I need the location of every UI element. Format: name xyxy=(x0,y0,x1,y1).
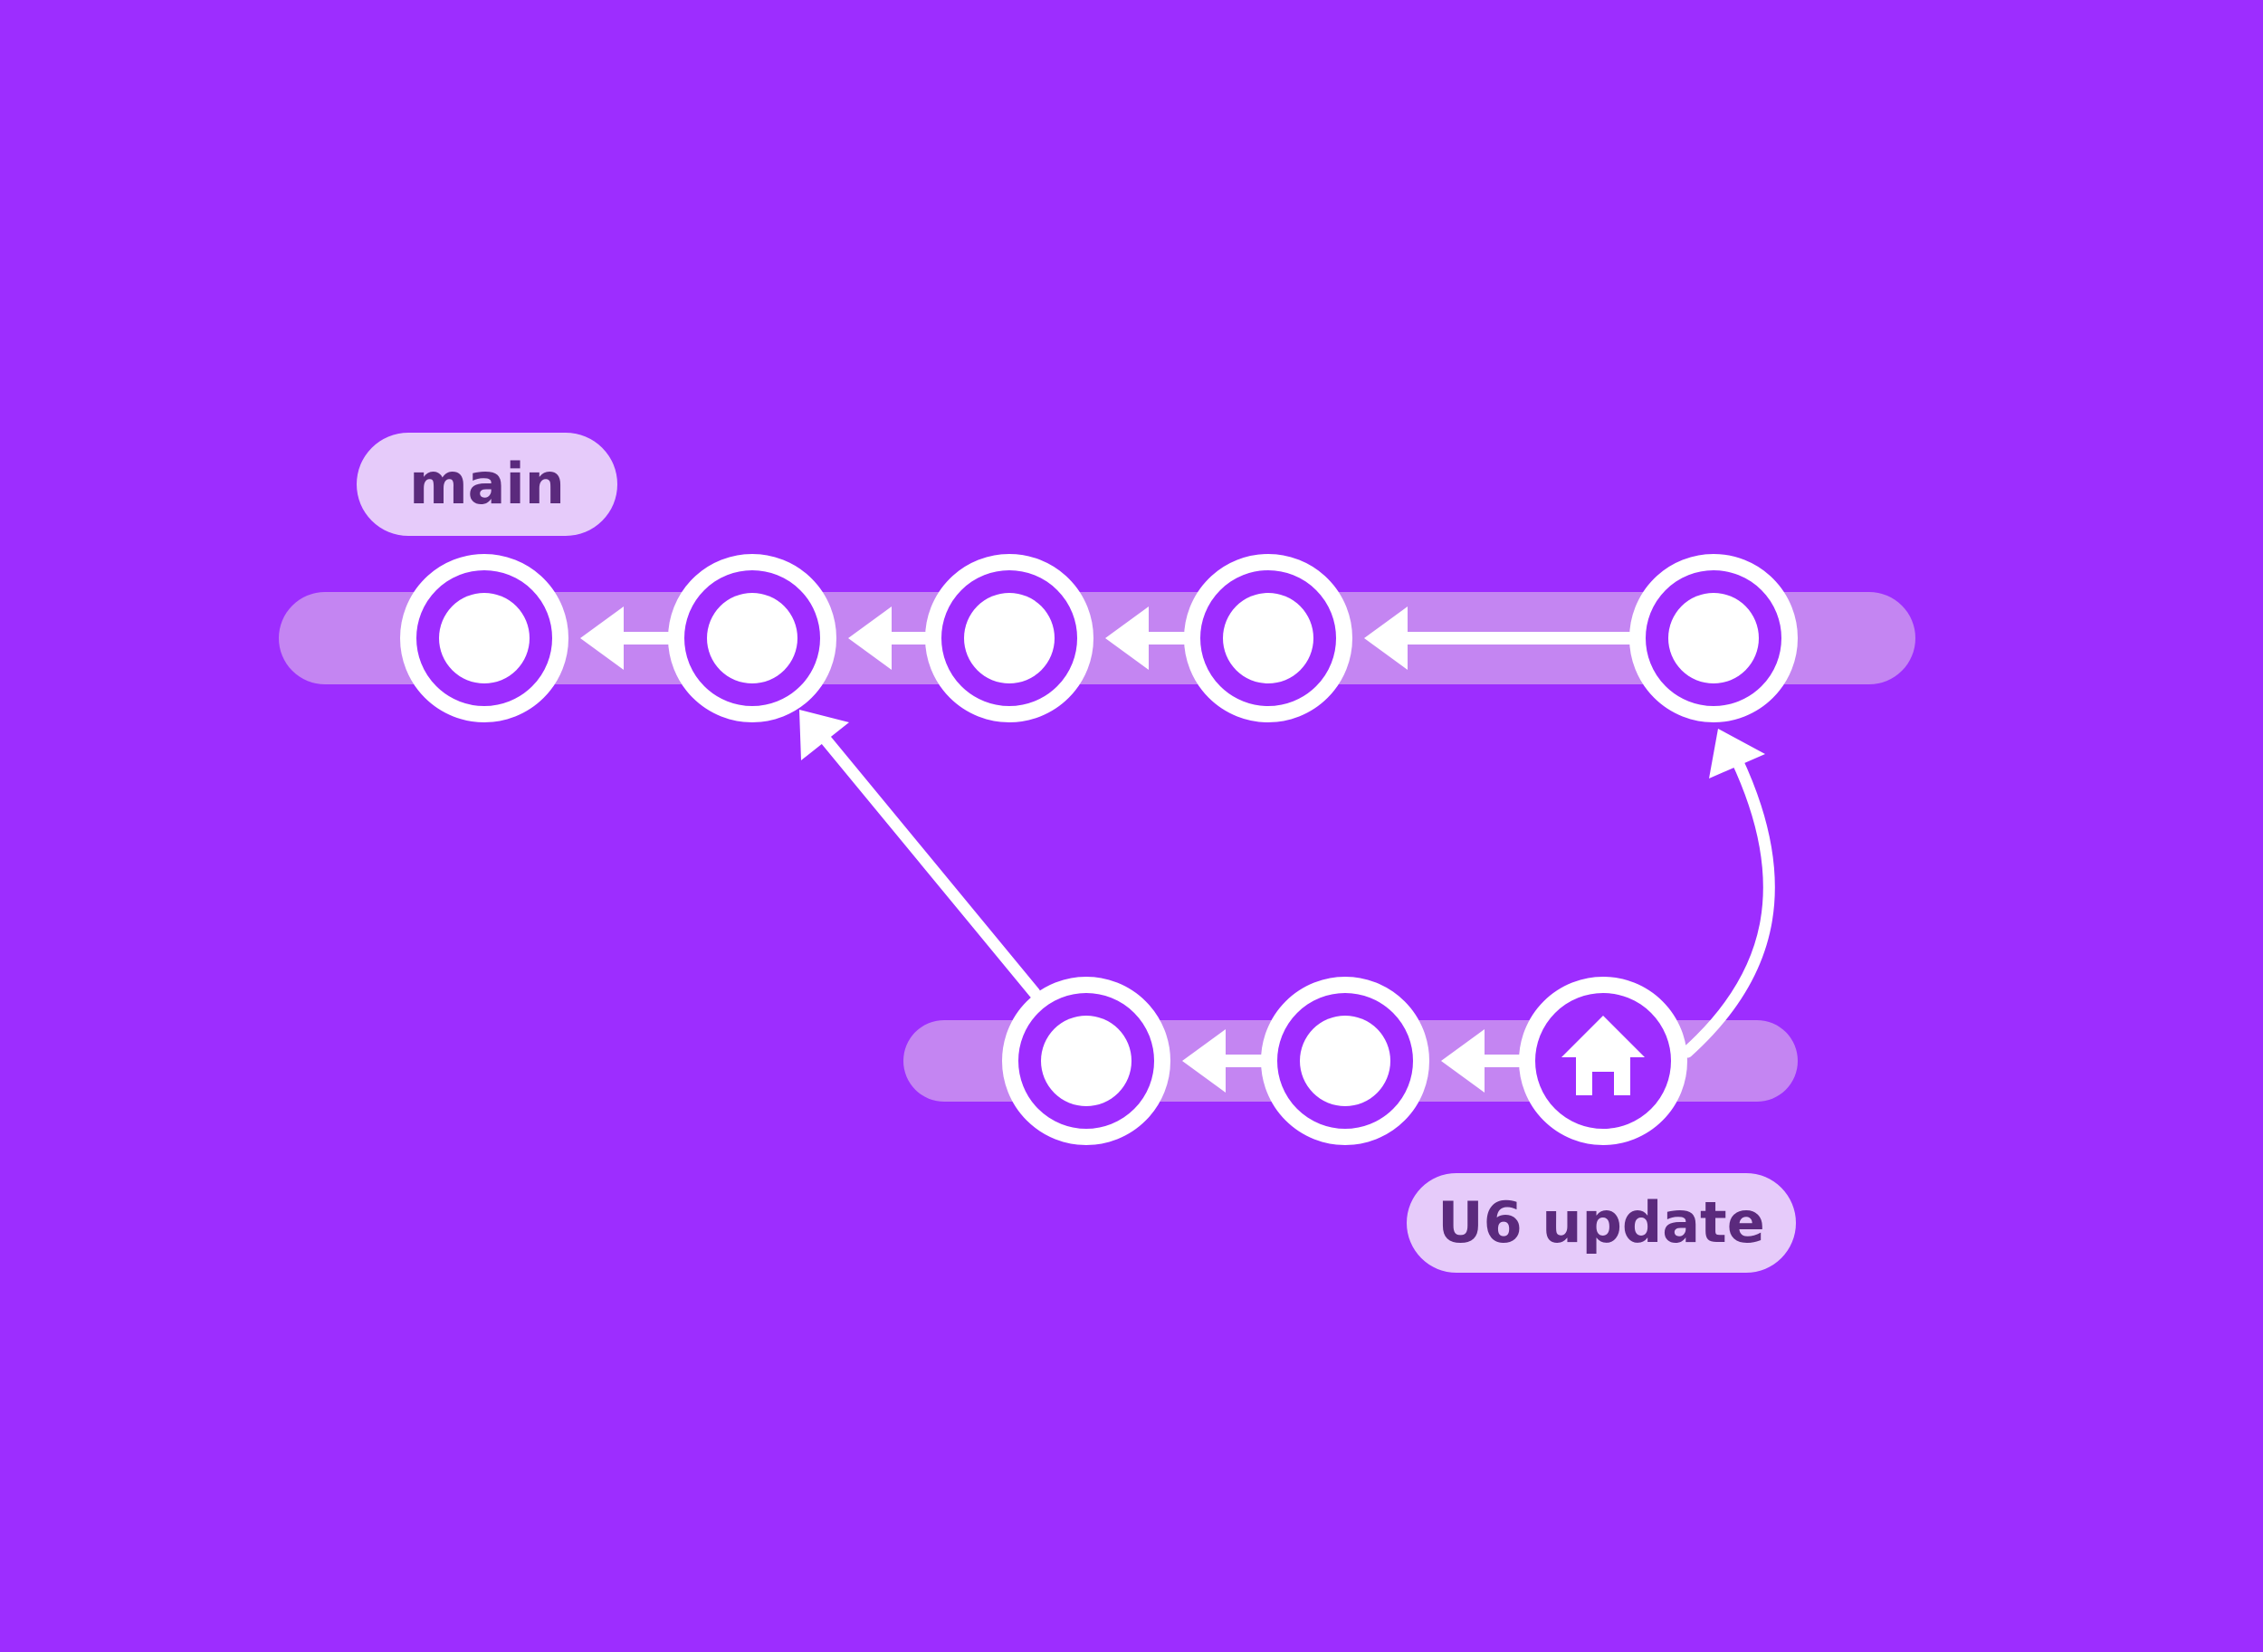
merge-curve-arrow-line xyxy=(1681,752,1775,1058)
cross-branch-arrows xyxy=(799,710,1775,1058)
update-commit-node[interactable] xyxy=(1002,977,1170,1145)
commit-dot xyxy=(1223,593,1313,683)
commit-dot xyxy=(1041,1016,1132,1106)
update-branch-commits xyxy=(1002,977,1687,1145)
main-commit-node[interactable] xyxy=(400,554,568,722)
main-commit-node[interactable] xyxy=(668,554,836,722)
merge-base-arrow-line xyxy=(816,729,1041,999)
main-connector-arrow xyxy=(580,606,671,670)
update-head-commit-node[interactable] xyxy=(1519,977,1687,1145)
update-branch-label: U6 update xyxy=(1407,1173,1796,1273)
main-connector-arrow xyxy=(1364,606,1632,670)
home-icon xyxy=(1561,1016,1645,1095)
commit-dot xyxy=(439,593,530,683)
merge-base-arrowhead xyxy=(799,710,849,760)
main-branch-commits xyxy=(400,554,1798,722)
main-branch-connectors xyxy=(580,606,1632,670)
commit-dot xyxy=(1300,1016,1390,1106)
main-branch-label: main xyxy=(357,433,617,536)
commit-dot xyxy=(707,593,797,683)
update-connector-arrow xyxy=(1441,1029,1522,1093)
merge-curve-arrowhead xyxy=(1709,729,1765,778)
update-connector-arrow xyxy=(1182,1029,1264,1093)
main-connector-arrow xyxy=(1105,606,1187,670)
main-commit-node[interactable] xyxy=(1184,554,1352,722)
commit-dot xyxy=(964,593,1055,683)
update-branch-connectors xyxy=(1182,1029,1522,1093)
commit-dot xyxy=(1668,593,1759,683)
main-commit-node[interactable] xyxy=(1629,554,1798,722)
main-connector-arrow xyxy=(848,606,928,670)
update-commit-node[interactable] xyxy=(1261,977,1429,1145)
main-commit-node[interactable] xyxy=(925,554,1093,722)
